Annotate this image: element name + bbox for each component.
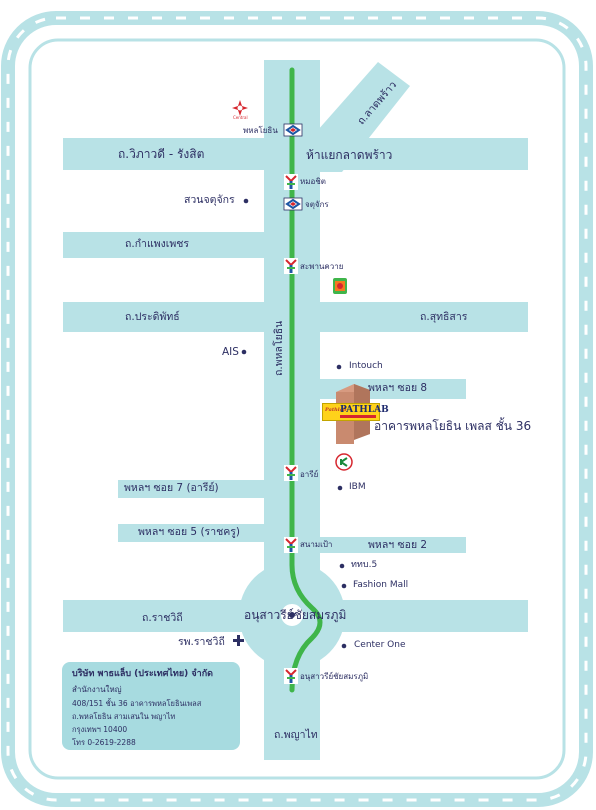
place-hospital: รพ.ราชวิถี — [178, 636, 225, 648]
road-soi-2 — [320, 537, 466, 553]
central-logo-text: Central — [233, 115, 248, 120]
station-mrt-phahon: พหลโยธิน — [243, 126, 278, 135]
road-vibhavadi — [63, 138, 528, 170]
station-mo-chit: หมอชิต — [300, 177, 326, 186]
road-pradiphat-sutthisan — [63, 302, 528, 332]
label-kamphaeng-phet: ถ.กำแพงเพชร — [125, 238, 190, 250]
bts-green-line — [289, 67, 323, 693]
address-box: บริษัท พาธแล็บ (ประเทศไทย) จำกัด สำนักงา… — [62, 662, 240, 750]
kbank-logo — [335, 453, 353, 471]
label-soi-8: พหลฯ ซอย 8 — [368, 382, 428, 394]
label-pradiphat: ถ.ประดิพัทธ์ — [125, 311, 180, 323]
pathlab-logo-bar — [340, 415, 376, 418]
label-lat-phrao-junction: ห้าแยกลาดพร้าว — [306, 148, 393, 162]
bts-icons — [284, 174, 298, 684]
address-line3: กรุงเทพฯ 10400 — [72, 725, 128, 734]
pathlab-logo-text: PATHLAB — [340, 405, 389, 415]
address-phone: โทร 0-2619-2288 — [72, 738, 136, 747]
place-channel5: ททบ.5 — [351, 560, 378, 570]
place-chatuchak-park: สวนจตุจักร — [184, 194, 235, 206]
pathlab-logo: Pathlab PATHLAB — [322, 403, 389, 421]
place-fashion-mall: Fashion Mall — [353, 580, 409, 590]
station-sanam-pao: สนามเป้า — [300, 540, 333, 549]
road-kamphaeng-phet — [63, 232, 264, 258]
pathlab-logo-prefix: Pathlab — [325, 407, 347, 413]
seven-eleven-logo — [333, 278, 347, 294]
frame-inner — [28, 38, 566, 780]
label-soi-5: พหลฯ ซอย 5 (ราชครู) — [138, 526, 240, 538]
address-line1: 408/151 ชั้น 36 อาคารพหลโยธินเพลส — [72, 699, 202, 708]
label-ratchawithi: ถ.ราชวิถี — [142, 612, 183, 624]
label-monument: อนุสาวรีย์ชัยสมรภูมิ — [244, 608, 347, 622]
place-center-one: Center One — [354, 640, 406, 650]
label-soi-2: พหลฯ ซอย 2 — [368, 539, 428, 551]
road-soi-7 — [118, 480, 264, 498]
place-intouch: Intouch — [349, 361, 383, 371]
address-company: บริษัท พาธแล็บ (ประเทศไทย) จำกัด — [72, 669, 214, 679]
monument-dot — [289, 612, 295, 618]
place-ibm: IBM — [349, 482, 366, 492]
label-sutthisan: ถ.สุทธิสาร — [420, 311, 468, 323]
address-office: สำนักงานใหญ่ — [72, 685, 122, 694]
road-soi-5 — [118, 524, 264, 542]
label-vibhavadi: ถ.วิภาวดี - รังสิต — [118, 147, 205, 161]
station-chatuchak: จตุจักร — [305, 200, 329, 209]
station-victory: อนุสาวรีย์ชัยสมรภูมิ — [300, 672, 369, 681]
mrt-icons — [283, 123, 303, 211]
central-logo — [232, 100, 248, 116]
label-phahon-yothin: ถ.พหลโยธิน — [273, 320, 285, 376]
place-dots — [241, 198, 347, 649]
place-ais: AIS — [222, 346, 239, 358]
hospital-cross-icon — [233, 635, 244, 646]
frame-dashes — [6, 16, 588, 802]
label-phaya-thai: ถ.พญาไท — [274, 729, 318, 741]
station-saphan-khwai: สะพานควาย — [300, 262, 344, 271]
place-building: อาคารพหลโยธิน เพลส ชั้น 36 — [374, 419, 532, 433]
station-ari: อารีย์ — [300, 470, 319, 479]
label-soi-7: พหลฯ ซอย 7 (อารีย์) — [124, 482, 219, 494]
address-line2: ถ.พหลโยธิน สามเสนใน พญาไท — [72, 712, 176, 721]
